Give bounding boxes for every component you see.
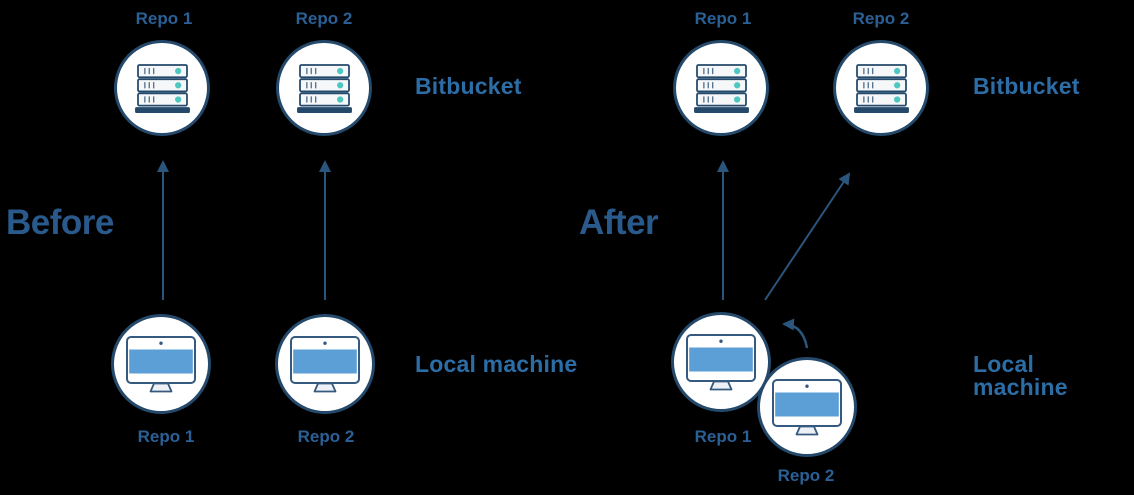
after-bitbucket-repo1-node [673, 40, 769, 136]
desktop-monitor-icon [772, 379, 842, 436]
after-remote-repo1-label: Repo 1 [694, 9, 752, 28]
after-remote-repo2-label: Repo 2 [852, 9, 910, 28]
server-rack-icon [854, 64, 909, 113]
desktop-monitor-icon [126, 336, 196, 393]
bitbucket-label-before: Bitbucket [415, 73, 522, 99]
after-local-repo2-node [757, 357, 857, 457]
before-bitbucket-repo1-node [114, 40, 210, 136]
before-bitbucket-repo2-node [276, 40, 372, 136]
server-rack-icon [297, 64, 352, 113]
after-bitbucket-repo2-node [833, 40, 929, 136]
local-machine-label-after: Local machine [973, 351, 1068, 400]
before-remote-repo1-label: Repo 1 [135, 9, 193, 28]
before-remote-repo2-label: Repo 2 [295, 9, 353, 28]
before-local-repo2-node [275, 314, 375, 414]
before-local-repo1-node [111, 314, 211, 414]
after-local-repo2-label: Repo 2 [777, 466, 835, 485]
desktop-monitor-icon [686, 334, 756, 391]
before-heading: Before [6, 203, 114, 242]
bitbucket-label-after: Bitbucket [973, 73, 1080, 99]
server-rack-icon [135, 64, 190, 113]
push-arrow-after-repo2 [764, 172, 851, 301]
after-local-repo1-label: Repo 1 [694, 427, 752, 446]
before-local-repo1-label: Repo 1 [137, 427, 195, 446]
curved-move-arrow [782, 318, 809, 349]
server-rack-icon [694, 64, 749, 113]
before-local-repo2-label: Repo 2 [297, 427, 355, 446]
local-machine-label-before: Local machine [415, 351, 578, 377]
after-heading: After [579, 203, 659, 242]
desktop-monitor-icon [290, 336, 360, 393]
after-local-repo1-node [671, 312, 771, 412]
